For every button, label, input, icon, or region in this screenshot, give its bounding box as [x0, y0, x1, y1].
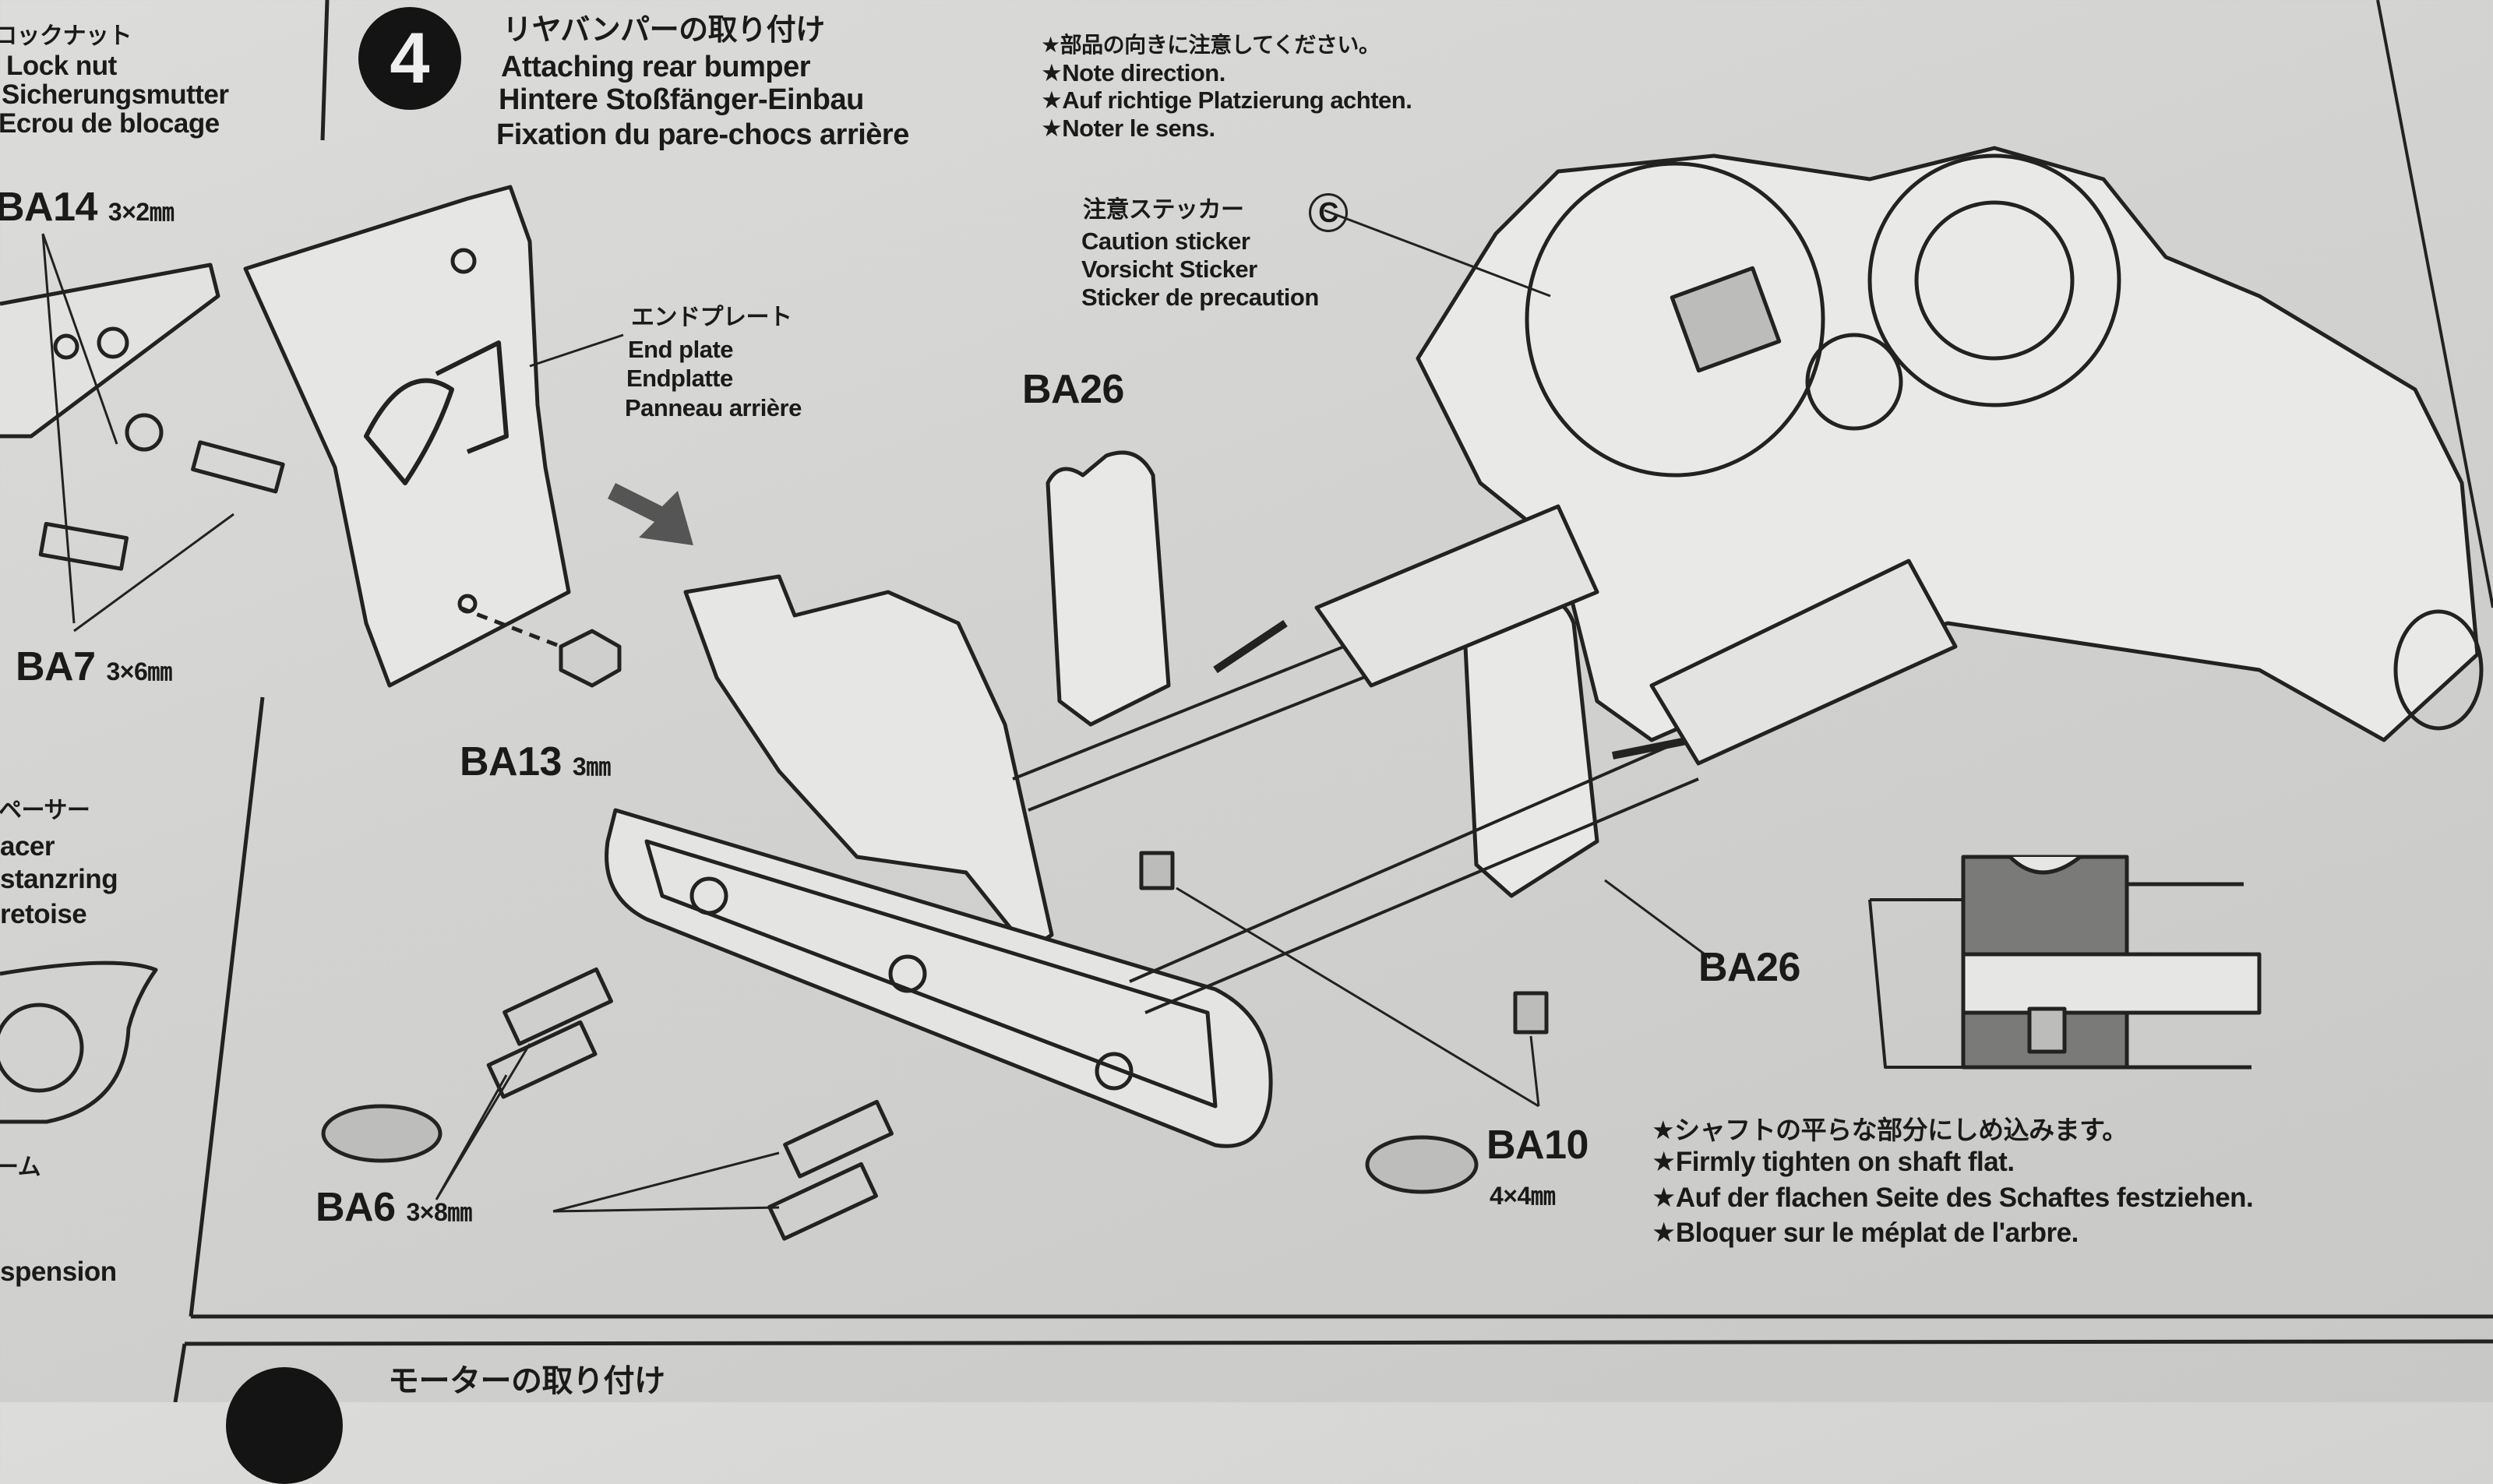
spacer-drawing: [0, 961, 158, 1124]
end-plate-de: Endplatte: [626, 365, 733, 392]
caution-fr: Sticker de precaution: [1081, 284, 1319, 311]
ba26-upright: [1046, 450, 1171, 727]
divider-line: [189, 696, 265, 1317]
part-code: BA10: [1486, 1123, 1589, 1168]
shaft-note-de: ★Auf der flachen Seite des Schaftes fest…: [1652, 1183, 2254, 1213]
part-code: BA26: [1022, 367, 1124, 412]
part-code: BA14: [0, 185, 97, 230]
frame-right-line: [2376, 0, 2493, 608]
set-screw: [1513, 991, 1549, 1035]
next-step-badge: [226, 1367, 343, 1484]
part-ba6: BA6 3×8㎜: [316, 1184, 472, 1231]
part-ba7: BA7 3×6㎜: [16, 643, 172, 690]
part-ba10: BA10: [1486, 1122, 1589, 1169]
screw-ba7: [38, 521, 129, 571]
mount-plate-drawing: [683, 574, 1054, 953]
spacer-de: stanzring: [0, 864, 118, 894]
partial-plate: [0, 263, 220, 439]
set-screw: [1139, 851, 1175, 890]
note-de: ★Auf richtige Platzierung achten.: [1041, 86, 1412, 114]
divider-line: [320, 0, 330, 141]
ba10-sample: [1365, 1135, 1479, 1194]
part-ba26-lower: BA26: [1698, 944, 1800, 991]
shaft-note-ja: ★シャフトの平らな部分にしめ込みます。: [1652, 1116, 2128, 1144]
part-size: 3×6㎜: [106, 657, 172, 686]
shaft-note-en: ★Firmly tighten on shaft flat.: [1652, 1147, 2015, 1177]
detail-inset: [1868, 855, 2262, 1070]
next-step-frame-line: [173, 1343, 187, 1402]
part-size: 3×2㎜: [108, 198, 175, 226]
part-code: BA6: [316, 1185, 396, 1230]
part-ba13: BA13 3㎜: [460, 738, 611, 785]
step-number-badge: 4: [358, 7, 461, 110]
part-ba14: BA14 3×2㎜: [0, 184, 175, 231]
step-title-ja: リヤバンパーの取り付け: [502, 14, 825, 47]
spacer-en: acer: [0, 831, 55, 862]
nut-ba13: [559, 629, 622, 688]
arm-label: ーム: [0, 1154, 41, 1180]
lock-nut-en: Lock nut: [6, 51, 117, 81]
lock-nut-ja: ロックナット: [0, 23, 132, 49]
step-title-de: Hintere Stoßfänger-Einbau: [499, 83, 864, 116]
caution-sticker: [1670, 266, 1782, 373]
end-plate-ja: エンドプレート: [631, 305, 792, 330]
end-plate-fr: Panneau arrière: [625, 394, 802, 421]
suspension-label: spension: [0, 1257, 117, 1287]
spacer-ja: ペーサー: [0, 798, 90, 823]
screws-ba6: [486, 967, 894, 1241]
part-size: 3×8㎜: [406, 1198, 472, 1226]
screw-ba14: [125, 413, 285, 494]
spacer-fr: retoise: [0, 899, 87, 929]
end-plate-drawing: [243, 185, 571, 688]
next-step-title: モーターの取り付け: [388, 1364, 665, 1398]
spacer-hole: [0, 1003, 84, 1093]
next-step-frame-line: [184, 1339, 2493, 1346]
caution-de: Vorsicht Sticker: [1081, 256, 1257, 283]
direction-arrow-icon: [608, 483, 693, 545]
step-title-fr: Fixation du pare-chocs arrière: [496, 118, 909, 151]
ba6-sample: [321, 1104, 443, 1163]
lock-nut-fr: Ecrou de blocage: [0, 108, 220, 139]
part-ba10-size: 4×4㎜: [1490, 1182, 1556, 1210]
sticker-c-mark: C: [1309, 193, 1348, 232]
shaft-note-fr: ★Bloquer sur le méplat de l'arbre.: [1652, 1218, 2079, 1248]
lock-nut-de: Sicherungsmutter: [2, 79, 229, 110]
note-fr: ★Noter le sens.: [1041, 115, 1215, 142]
end-plate-en: End plate: [628, 336, 734, 363]
part-code: BA13: [460, 739, 562, 784]
motor-drawing: [1525, 161, 1825, 478]
part-code: BA26: [1698, 945, 1800, 990]
note-ja: ★部品の向きに注意してください。: [1041, 33, 1380, 57]
part-code: BA7: [16, 644, 96, 689]
part-ba26-upper: BA26: [1022, 366, 1124, 413]
caution-en: Caution sticker: [1081, 227, 1250, 255]
assembly-illustration: [0, 0, 2493, 1402]
caution-ja: 注意ステッカー: [1083, 197, 1244, 223]
step-title-en: Attaching rear bumper: [501, 51, 811, 83]
part-size: 3㎜: [572, 753, 611, 781]
note-en: ★Note direction.: [1041, 59, 1225, 86]
